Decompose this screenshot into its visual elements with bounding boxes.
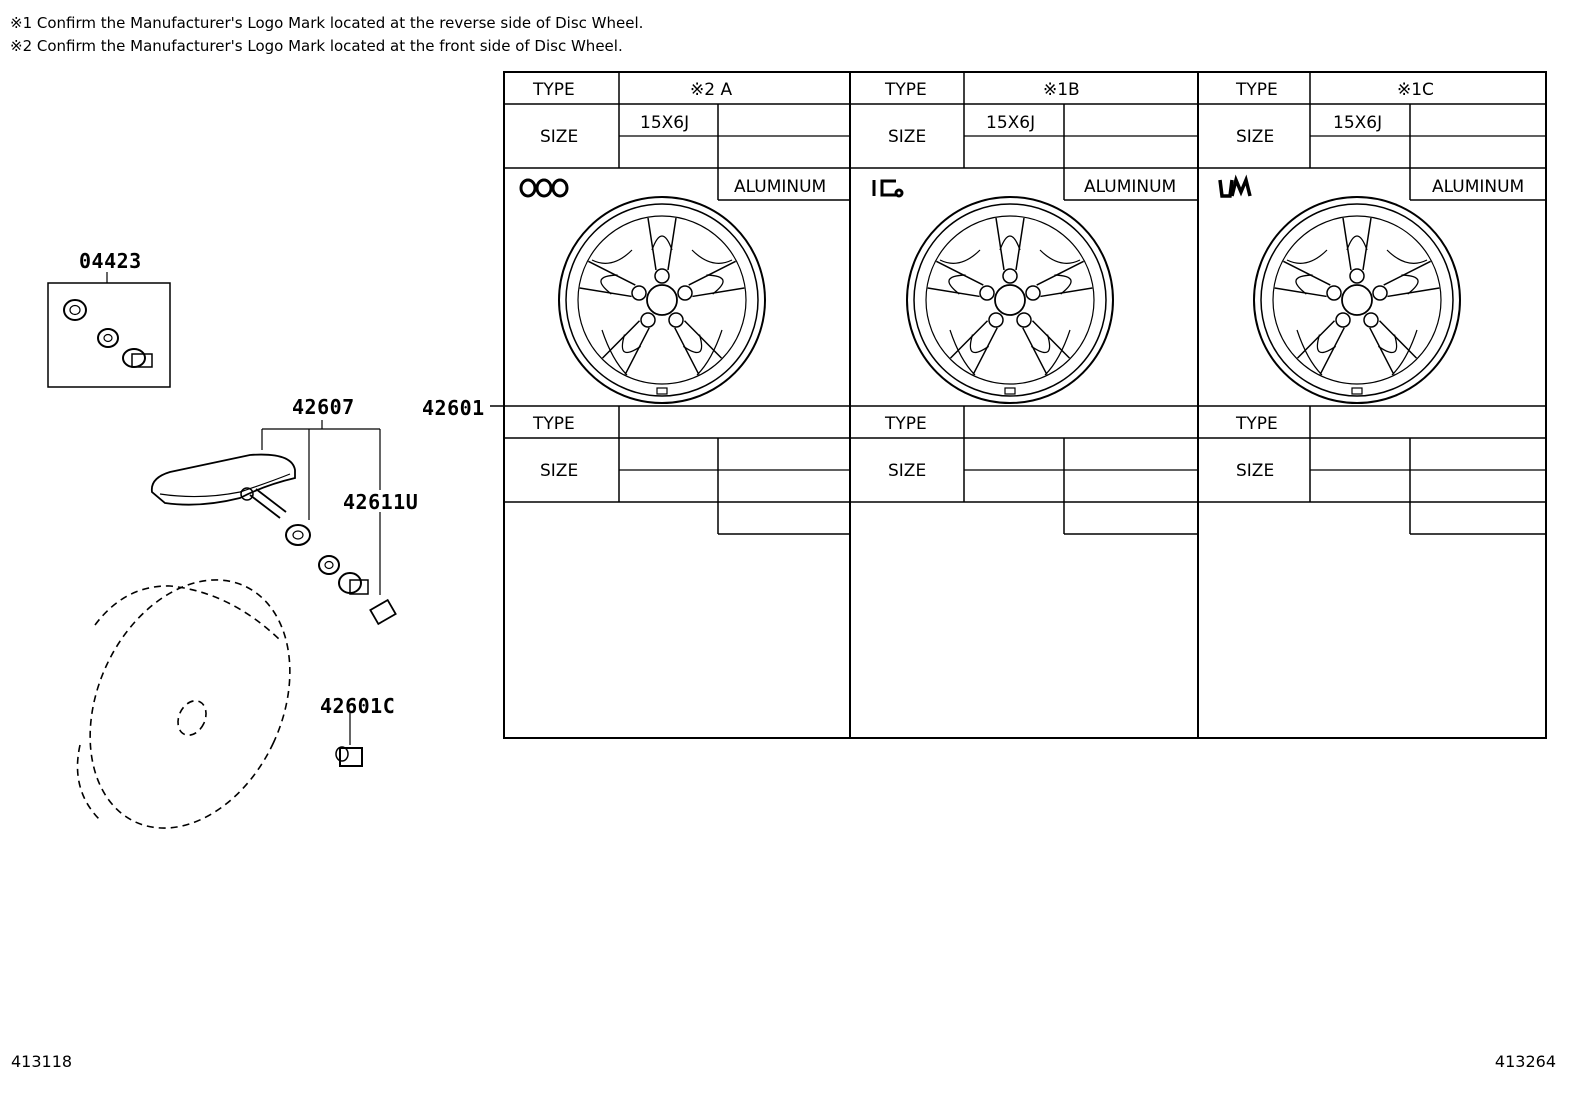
oval-ring-logo-icon — [519, 178, 569, 198]
material-c: ALUMINUM — [1432, 177, 1525, 197]
part-number-sensor-assy[interactable]: 42607 — [292, 395, 355, 419]
note-reverse-side: ※1 Confirm the Manufacturer's Logo Mark … — [10, 14, 644, 32]
size-value-c: 15X6J — [1333, 113, 1383, 133]
type-label-c-lower: TYPE — [1236, 414, 1278, 434]
size-value-a: 15X6J — [640, 113, 690, 133]
figure-id-left: 413118 — [11, 1052, 73, 1071]
material-a: ALUMINUM — [734, 177, 827, 197]
size-label-a-lower: SIZE — [540, 461, 579, 481]
type-label-a: TYPE — [533, 80, 575, 100]
tire-outline — [76, 579, 291, 829]
type-label-a-lower: TYPE — [533, 414, 575, 434]
part-number-wheel-nut[interactable]: 42601C — [320, 694, 396, 718]
disc-wheel-a — [559, 197, 765, 403]
part-number-disc-wheel[interactable]: 42601 — [422, 396, 485, 420]
size-label-b: SIZE — [888, 127, 927, 147]
type-value-a: ※2 A — [690, 80, 733, 100]
valve-kit-box — [47, 272, 171, 388]
type-value-b: ※1B — [1043, 80, 1080, 100]
disc-wheel-c — [1254, 197, 1460, 403]
type-label-b-lower: TYPE — [885, 414, 927, 434]
figure-id-right: 413264 — [1494, 1052, 1556, 1071]
wheel-nut — [335, 713, 363, 767]
part-number-valve-core[interactable]: 42611U — [343, 490, 419, 514]
size-label-c-lower: SIZE — [1236, 461, 1275, 481]
material-b: ALUMINUM — [1084, 177, 1177, 197]
size-label-a: SIZE — [540, 127, 579, 147]
type-label-b: TYPE — [885, 80, 927, 100]
part-number-valve-kit[interactable]: 04423 — [79, 249, 142, 273]
tpms-sensor — [150, 453, 397, 626]
um-logo-icon — [1218, 174, 1252, 198]
note-front-side: ※2 Confirm the Manufacturer's Logo Mark … — [10, 37, 623, 55]
type-value-c: ※1C — [1397, 80, 1434, 100]
type-label-c: TYPE — [1236, 80, 1278, 100]
spec-table — [503, 71, 1547, 739]
ic-logo-icon — [872, 179, 904, 198]
size-label-b-lower: SIZE — [888, 461, 927, 481]
disc-wheel-b — [907, 197, 1113, 403]
sensor-assy-leader — [261, 420, 381, 595]
size-label-c: SIZE — [1236, 127, 1275, 147]
size-value-b: 15X6J — [986, 113, 1036, 133]
